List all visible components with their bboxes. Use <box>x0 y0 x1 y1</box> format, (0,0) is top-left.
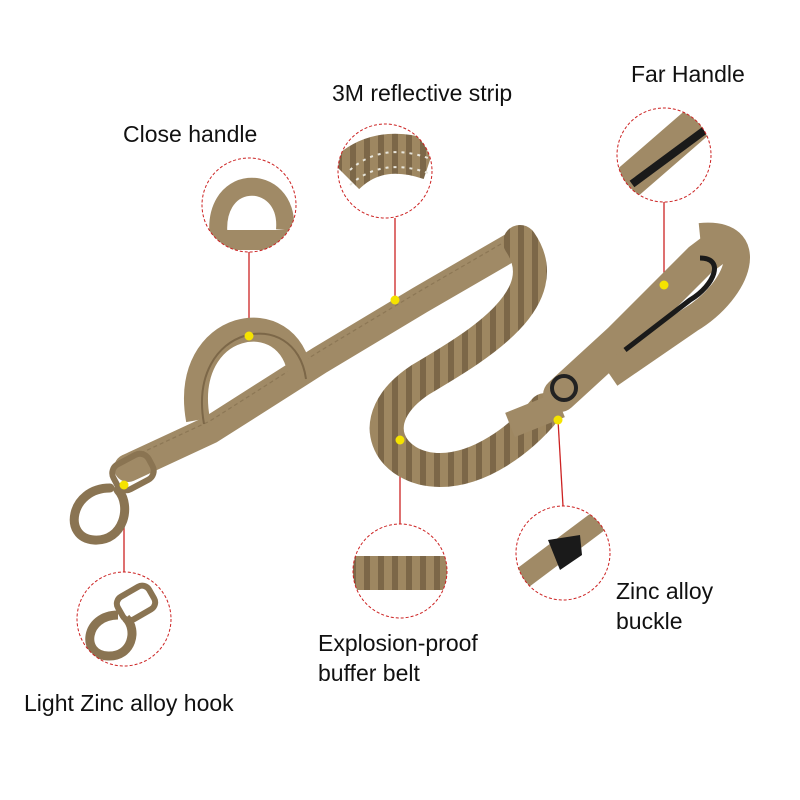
detail-buffer <box>352 523 448 619</box>
leash-strap-main <box>114 228 534 482</box>
label-reflective-strip: 3M reflective strip <box>332 80 513 106</box>
marker-dot-buffer <box>395 435 405 445</box>
marker-dot-reflective <box>390 295 400 305</box>
label-buckle: Zinc alloy buckle <box>616 578 714 634</box>
detail-far-handle <box>616 107 712 203</box>
marker-dot-close <box>244 331 254 341</box>
detail-reflective <box>337 123 433 219</box>
label-hook: Light Zinc alloy hook <box>24 690 234 716</box>
marker-dot-far <box>659 280 669 290</box>
leash-bungee <box>369 225 562 488</box>
leash-close-handle <box>184 317 312 423</box>
leash-far-strap <box>543 228 737 412</box>
hook <box>69 483 130 545</box>
label-close-handle: Close handle <box>123 121 258 147</box>
detail-buckle <box>515 505 611 601</box>
leash <box>69 222 750 545</box>
label-far-handle: Far Handle <box>631 61 745 87</box>
callout-line-buckle <box>557 419 564 507</box>
detail-close-handle <box>201 157 297 253</box>
label-buffer-belt: Explosion-proof buffer belt <box>318 630 478 686</box>
leash-far-handle <box>602 222 750 386</box>
marker-dot-buckle <box>553 415 563 425</box>
d-ring <box>550 374 578 402</box>
marker-dots <box>119 280 669 490</box>
marker-dot-hook <box>119 480 129 490</box>
detail-hook <box>76 571 172 667</box>
swivel <box>109 450 157 494</box>
